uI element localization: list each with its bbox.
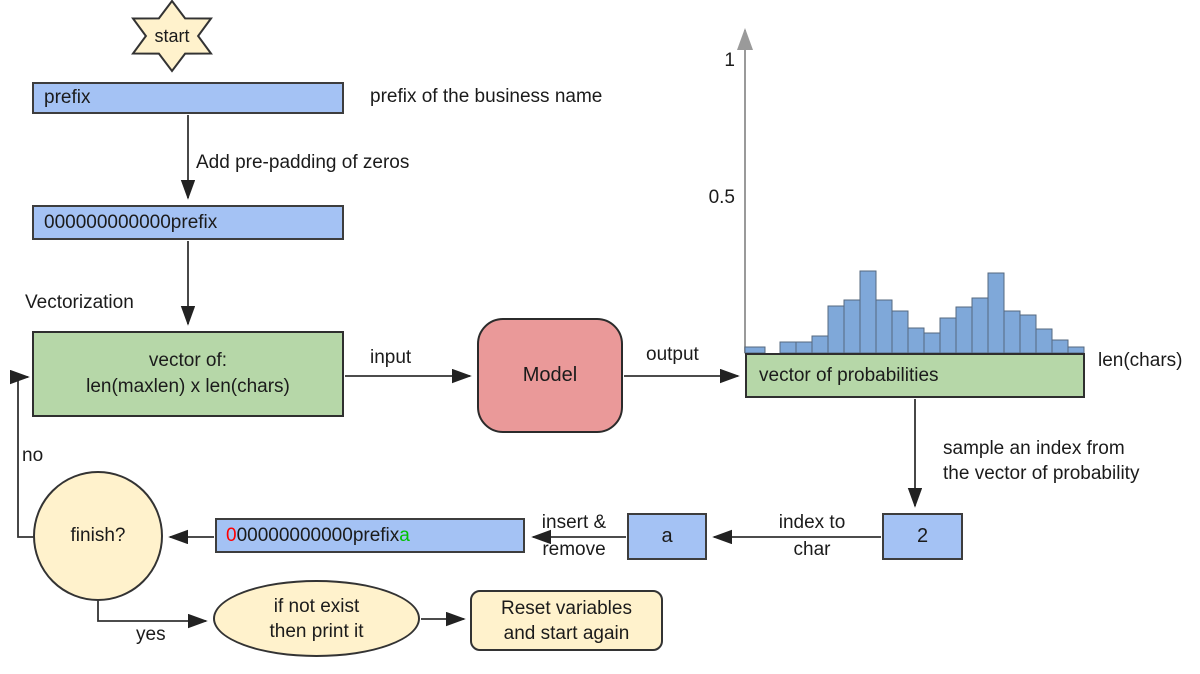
histogram-bar <box>875 299 893 354</box>
result-inserted-char: a <box>399 524 410 546</box>
start-label: start <box>154 26 190 46</box>
histogram-bar <box>859 270 877 354</box>
histogram-bar <box>827 305 845 354</box>
len-chars-label: len(chars) <box>1098 350 1183 371</box>
arrow-no-loop <box>10 369 35 538</box>
axis-tick-0_5: 0.5 <box>708 187 735 208</box>
sampled-index-text: 2 <box>916 525 929 547</box>
prefix-box-text: prefix <box>44 87 91 108</box>
finish-decision: finish? <box>33 471 163 601</box>
histogram-bar <box>1035 328 1053 354</box>
histogram-bar <box>795 341 813 354</box>
prefix-note: prefix of the business name <box>370 86 603 107</box>
model-box-text: Model <box>522 364 578 386</box>
result-removed-zero: 0 <box>226 524 237 546</box>
print-condition-text: if not exist then print it <box>269 595 364 642</box>
histogram-bar <box>1019 314 1037 354</box>
yes-label: yes <box>136 624 166 645</box>
arrow-yes <box>97 601 208 629</box>
print-condition-ellipse: if not exist then print it <box>213 580 420 657</box>
histogram-bar <box>1051 339 1069 354</box>
result-middle: 00000000000prefix <box>236 524 400 546</box>
histogram-bar <box>1003 310 1021 354</box>
reset-box-text: Reset variables and start again <box>501 597 632 644</box>
char-box: a <box>627 513 707 560</box>
reset-box: Reset variables and start again <box>470 590 663 651</box>
histogram-bar <box>811 335 829 354</box>
axis-tick-1: 1 <box>724 50 735 71</box>
index-to-char-label-line2: char <box>793 539 831 560</box>
histogram-bar <box>939 317 957 354</box>
vector-box-text: vector of: len(maxlen) x len(chars) <box>86 350 290 397</box>
padded-prefix-box: 000000000000prefix <box>32 205 344 240</box>
finish-text: finish? <box>70 525 126 546</box>
vector-box: vector of: len(maxlen) x len(chars) <box>32 331 344 417</box>
histogram-bar <box>779 341 797 354</box>
histogram-bar <box>843 299 861 354</box>
histogram-bar <box>907 327 925 354</box>
prefix-box: prefix <box>32 82 344 114</box>
padded-prefix-text: 000000000000prefix <box>44 211 218 233</box>
insert-remove-label-line1: insert & <box>541 512 607 533</box>
index-to-char-label-line1: index to <box>778 512 846 533</box>
histogram-bar <box>891 310 909 354</box>
histogram-bar <box>987 272 1005 354</box>
insert-remove-label-line2: remove <box>542 539 606 560</box>
input-label: input <box>370 347 412 368</box>
probabilities-box: vector of probabilities <box>745 353 1085 398</box>
probabilities-box-text: vector of probabilities <box>759 364 939 386</box>
model-box: Model <box>477 318 623 433</box>
result-string-text: 000000000000prefixa <box>226 525 410 547</box>
no-label: no <box>22 445 44 466</box>
sample-note: sample an index from the vector of proba… <box>943 438 1140 484</box>
start-star-shape <box>131 0 213 73</box>
histogram-bar <box>971 297 989 354</box>
char-box-text: a <box>661 525 673 547</box>
padding-label: Add pre-padding of zeros <box>196 152 410 173</box>
result-string-box: 000000000000prefixa <box>215 518 525 553</box>
histogram-bar <box>923 332 941 354</box>
vectorization-label: Vectorization <box>25 292 134 313</box>
sampled-index-box: 2 <box>882 513 963 560</box>
output-label: output <box>646 344 699 365</box>
histogram-bar <box>955 306 973 354</box>
probability-histogram <box>744 270 1085 354</box>
